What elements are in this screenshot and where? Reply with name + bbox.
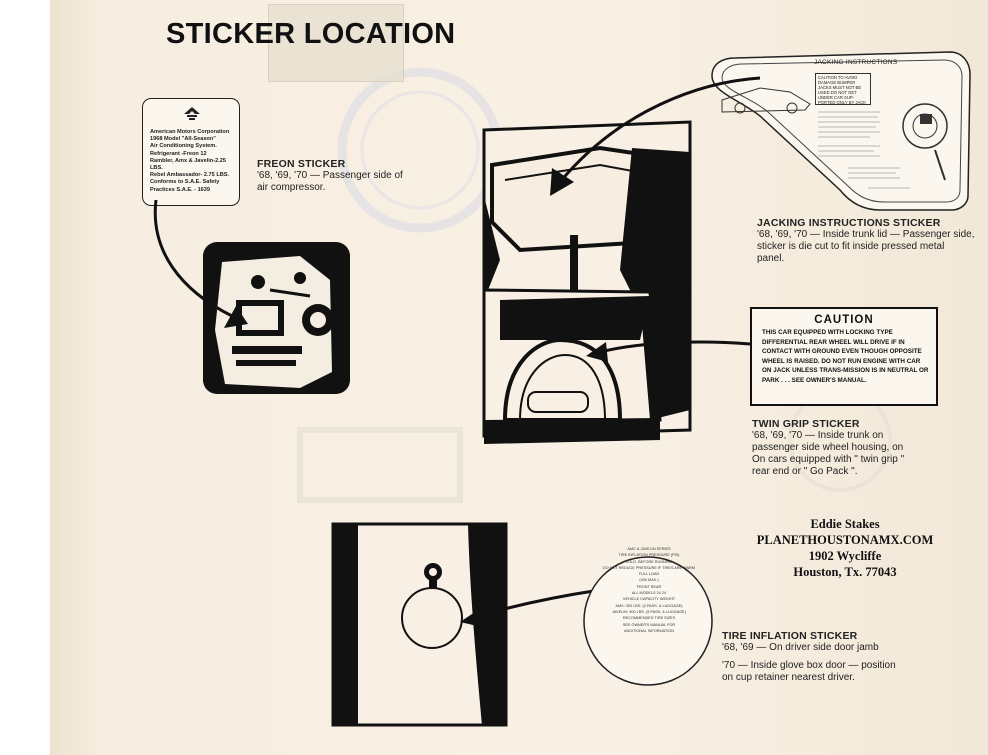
- tire-sticker-line: ALL MODELS 24 24: [631, 591, 667, 596]
- jacking-caption-line: panel.: [757, 253, 785, 264]
- freon-sticker-line: Refrigerant -Freon 12: [150, 150, 207, 157]
- credit-street: 1902 Wycliffe: [808, 549, 882, 563]
- jacking-caption: JACKING INSTRUCTIONS STICKER '68, '69, '…: [757, 217, 977, 265]
- tire-sticker-line: AMC & JAVELIN SERIES: [627, 547, 671, 551]
- twin-grip-caption-line: rear end or " Go Pack ".: [752, 466, 858, 477]
- freon-arrowhead: [224, 306, 248, 328]
- freon-sticker-line: Conforms to S.A.E. Safety: [150, 179, 220, 186]
- freon-sticker-line: Practices S.A.E. - 1639: [150, 186, 211, 193]
- credit-block: Eddie Stakes PLANETHOUSTONAMX.COM 1902 W…: [716, 516, 974, 580]
- tire-sticker-line: DO NOT REDUCE PRESSURE IF TIRES ARE WARM: [603, 565, 695, 570]
- twin-grip-caption-line: On cars equipped with " twin grip ": [752, 454, 905, 465]
- page-title: STICKER LOCATION: [166, 18, 456, 50]
- twin-grip-caption: TWIN GRIP STICKER '68, '69, '70 — Inside…: [752, 418, 952, 478]
- freon-sticker-line: 1968 Model "All-Season": [150, 136, 216, 143]
- twin-grip-heading: TWIN GRIP STICKER: [752, 418, 860, 430]
- caution-title: CAUTION: [814, 314, 874, 326]
- amc-logo-icon: [184, 107, 200, 120]
- jacking-caption-line: '68, '69, '70 — Inside trunk lid — Passe…: [757, 229, 975, 240]
- caution-arrowhead: [586, 342, 608, 362]
- credit-name: Eddie Stakes: [810, 517, 880, 531]
- jacking-arrowhead: [550, 168, 574, 196]
- compressor-illustration: [203, 242, 350, 394]
- jacking-sticker-title: JACKING INSTRUCTIONS: [814, 59, 898, 66]
- freon-arrow: [153, 199, 233, 318]
- tire-sticker-line: FRONT REAR: [636, 584, 662, 589]
- freon-caption-line: air compressor.: [257, 182, 326, 193]
- freon-sticker-line: Air Conditioning System.: [150, 143, 217, 150]
- twin-grip-caption-line: passenger side wheel housing, on: [752, 442, 904, 453]
- tire-sticker-text: AMC & JAVELIN SERIES TIRE INFLATION PRES…: [590, 546, 708, 634]
- tire-sticker-line: SEE OWNER'S MANUAL FOR: [622, 622, 676, 627]
- jacking-sticker-image: [711, 51, 971, 211]
- twin-grip-caption-line: '68, '69, '70 — Inside trunk on: [752, 430, 884, 441]
- tape-strip: [268, 4, 404, 82]
- tire-caption: TIRE INFLATION STICKER '68, '69 — On dri…: [722, 630, 942, 684]
- tire-sticker-line: ADDITIONAL INFORMATION: [624, 628, 674, 633]
- freon-caption-line: '68, '69, '70 — Passenger side of: [257, 170, 403, 181]
- trunk-illustration: [482, 120, 692, 444]
- tire-sticker-line: TIRE INFLATION PRESSURE (PSI): [618, 553, 680, 558]
- scan-margin: [0, 0, 50, 755]
- credit-site: PLANETHOUSTONAMX.COM: [756, 533, 934, 547]
- tire-sticker-line: COLD, BEFORE RUNNING: [625, 559, 673, 564]
- jacking-caption-line: sticker is die cut to fit inside pressed…: [757, 241, 945, 252]
- tire-sticker-line: (400 MAX.): [639, 578, 659, 583]
- credit-city: Houston, Tx. 77043: [793, 565, 897, 579]
- tire-caption-line: '68, '69 — On driver side door jamb: [722, 642, 879, 653]
- tire-sticker-line: FULL LOAD: [638, 572, 660, 577]
- tire-arrow: [477, 588, 601, 618]
- freon-sticker-line: Rebel Ambassador- 2.75 LBS.: [150, 172, 230, 179]
- tire-sticker-line: AMX: 300 LBS. (2 PASS. & LUGGAGE): [615, 603, 683, 608]
- freon-sticker-line: American Motors Corporation: [150, 129, 230, 135]
- jacking-arrow: [558, 76, 761, 183]
- tire-arrowhead: [460, 606, 486, 628]
- jacking-sticker-caution: CAUTION TO AVOID DAMAGE BUMPER JACKS MUS…: [815, 73, 871, 105]
- caution-sticker: CAUTION THIS CAR EQUIPPED WITH LOCKING T…: [750, 307, 938, 406]
- tire-sticker-line: JAVELIN: 900 LBS. (5 PASS. & LUGGAGE): [612, 609, 686, 614]
- tire-caption-line: '70 — Inside glove box door — position: [722, 660, 896, 671]
- tire-sticker-image: [583, 556, 713, 686]
- caution-body: THIS CAR EQUIPPED WITH LOCKING TYPE DIFF…: [762, 329, 929, 384]
- freon-heading: FREON STICKER: [257, 158, 346, 170]
- freon-sticker-text: American Motors Corporation 1968 Model "…: [150, 129, 236, 194]
- caution-arrow: [599, 340, 751, 354]
- tire-caption-line: on cup retainer nearest driver.: [722, 672, 855, 683]
- freon-caption: FREON STICKER '68, '69, '70 — Passenger …: [257, 158, 417, 194]
- freon-sticker-line: Rambler, Amx & Javelin-2.25 LBS.: [150, 157, 226, 172]
- freon-sticker-image: American Motors Corporation 1968 Model "…: [142, 98, 240, 206]
- jacking-heading: JACKING INSTRUCTIONS STICKER: [757, 217, 941, 229]
- tire-heading: TIRE INFLATION STICKER: [722, 630, 858, 642]
- tire-sticker-line: VEHICLE CAPACITY WEIGHT: [622, 597, 676, 602]
- tire-sticker-line: RECOMMENDED TIRE SIZES: [622, 616, 676, 621]
